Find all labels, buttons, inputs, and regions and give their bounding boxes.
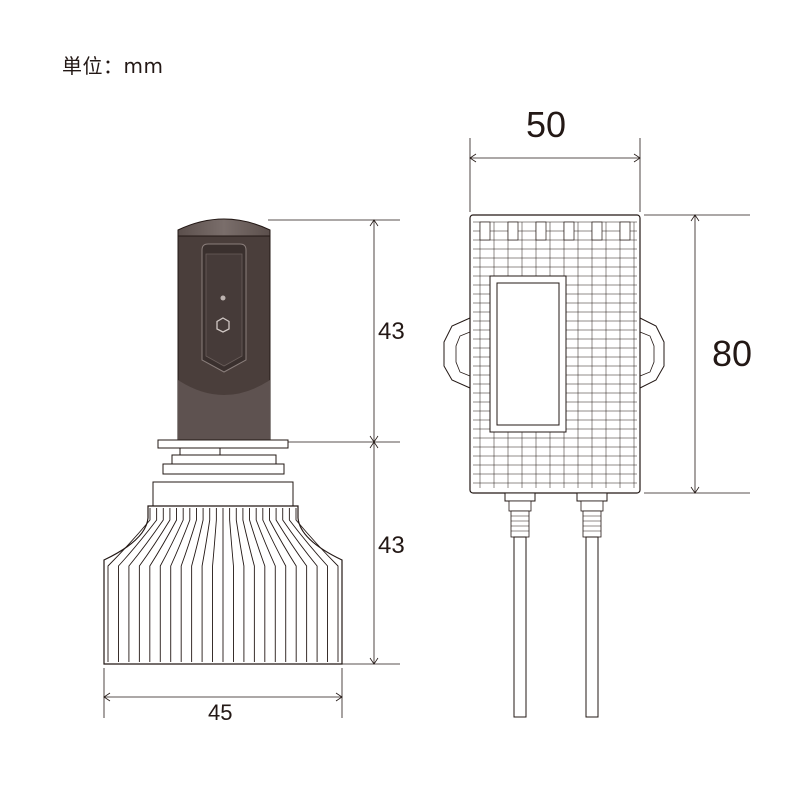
driver-label-window [496, 282, 560, 426]
heatsink-fin [170, 508, 191, 662]
bulb-mount-ring [152, 481, 294, 507]
driver-box [443, 214, 665, 718]
driver-top-notch [535, 221, 547, 241]
led-bulb [103, 218, 343, 665]
heatsink [103, 505, 343, 665]
cable-right [576, 492, 608, 718]
heatsink-fin [128, 508, 164, 662]
heatsink-fin [262, 508, 287, 662]
driver-top-notch [479, 221, 491, 241]
bulb-flange [157, 439, 289, 449]
driver-top-notch [591, 221, 603, 241]
bulb-neck [162, 463, 285, 475]
heatsink-fin [255, 508, 276, 662]
heatsink-fin [249, 508, 266, 662]
driver-top-notch [563, 221, 575, 241]
heatsink-fin [149, 508, 177, 662]
driver-top-notch [619, 221, 631, 241]
heatsink-fin [180, 508, 197, 662]
bulb-dimension-lines [103, 219, 400, 718]
dimension-bulb-width: 45 [208, 700, 233, 725]
heatsink-fin [235, 508, 245, 662]
heatsink-fin [159, 508, 184, 662]
led-dot [220, 295, 226, 301]
heatsink-fin [242, 508, 255, 662]
driver-ear-left [443, 317, 471, 389]
dimension-bulb-upper: 43 [378, 318, 405, 345]
bulb-top-cap [177, 218, 271, 237]
driver-ear-right [639, 317, 665, 389]
heatsink-fin [191, 508, 204, 662]
heatsink-fin [138, 508, 171, 662]
dimension-driver-height: 80 [712, 333, 753, 374]
driver-top-notch [507, 221, 519, 241]
dimension-bulb-lower: 43 [378, 532, 405, 559]
bulb-lower-band [178, 380, 270, 440]
heatsink-fin [229, 508, 234, 662]
heatsink-fin [201, 508, 211, 662]
cable-left [504, 492, 536, 718]
bulb-flange-tab [179, 447, 221, 456]
heatsink-fin [288, 508, 328, 662]
led-chip-inner [205, 253, 243, 367]
heatsink-fin [118, 508, 158, 662]
heatsink-fin [269, 508, 297, 662]
heatsink-fin [295, 508, 339, 662]
heatsink-fin [107, 508, 151, 662]
heatsink-fin [275, 508, 308, 662]
heatsink-fin [282, 508, 318, 662]
unit-label: 単位：mm [62, 54, 164, 78]
driver-dimension-lines [469, 138, 750, 494]
led-hex [216, 317, 230, 333]
heatsink-fin [212, 508, 217, 662]
dimension-driver-width: 50 [526, 104, 567, 145]
